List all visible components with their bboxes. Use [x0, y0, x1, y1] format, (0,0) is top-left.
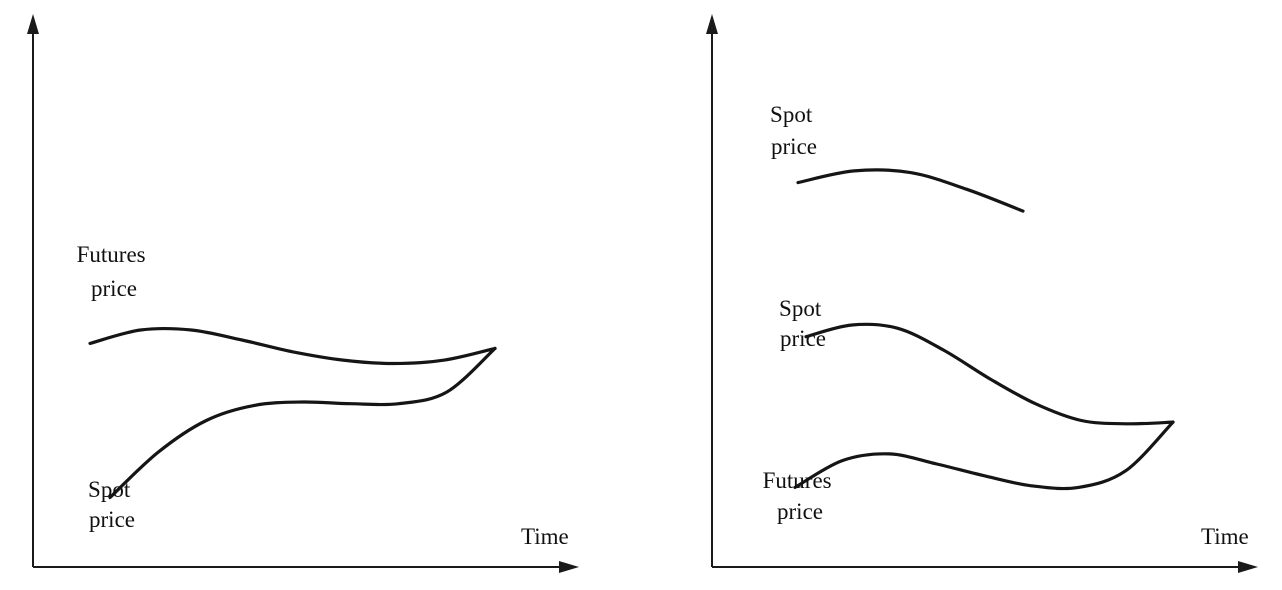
- right-futures-price-curve: [793, 420, 1175, 491]
- right-spot-price-label-lower: Spot price: [779, 296, 827, 351]
- left-y-axis-arrow: [27, 14, 39, 34]
- left-x-axis-arrow: [559, 561, 579, 573]
- left-spot-price-curve: [108, 346, 497, 500]
- right-x-axis-arrow: [1238, 561, 1258, 573]
- right-y-axis-arrow: [706, 14, 718, 34]
- right-futures-price-label: Futures price: [763, 468, 838, 524]
- left-spot-price-label: Spot price: [88, 477, 136, 532]
- right-panel: Time Spot price Spot price Futures price: [706, 14, 1258, 573]
- right-spot-price-curve-lower: [804, 322, 1175, 426]
- right-spot-price-label-upper: Spot price: [770, 102, 818, 159]
- left-x-axis-label: Time: [521, 524, 569, 549]
- right-spot-price-curve-upper: [796, 168, 1025, 213]
- left-futures-price-curve: [88, 326, 497, 366]
- right-x-axis-label: Time: [1201, 524, 1249, 549]
- left-panel: Time Futures price Spot price: [27, 14, 579, 573]
- left-futures-price-label: Futures price: [77, 242, 152, 301]
